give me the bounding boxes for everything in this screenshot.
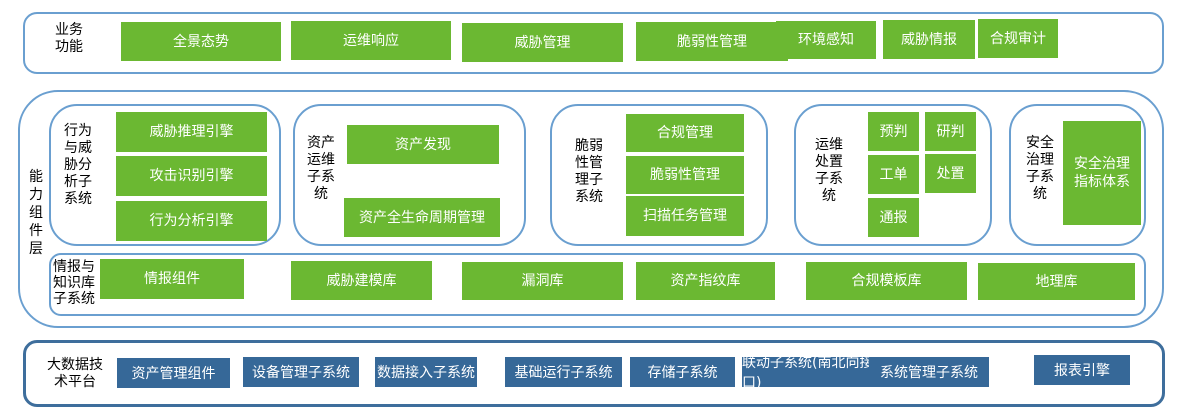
intel-item[interactable]: 情报组件 xyxy=(100,259,244,299)
business-item[interactable]: 威胁情报 xyxy=(883,20,975,59)
platform-layer-label: 大数据技术平台 xyxy=(47,357,103,390)
intel-item[interactable]: 漏洞库 xyxy=(462,262,623,300)
behavior-subsystem-label: 行为与威胁分析子系统 xyxy=(64,123,92,207)
business-item[interactable]: 合规审计 xyxy=(978,19,1058,58)
business-item[interactable]: 环境感知 xyxy=(776,21,876,59)
ops-subsystem-label: 运维处置子系统 xyxy=(815,137,843,204)
ops-item[interactable]: 预判 xyxy=(868,112,919,151)
business-item[interactable]: 脆弱性管理 xyxy=(636,22,788,61)
behavior-item[interactable]: 攻击识别引擎 xyxy=(116,156,267,196)
asset-item[interactable]: 资产全生命周期管理 xyxy=(344,198,500,237)
platform-item[interactable]: 联动子系统(南北向接口) xyxy=(742,355,887,391)
platform-item[interactable]: 系统管理子系统 xyxy=(869,357,989,387)
asset-item[interactable]: 资产发现 xyxy=(347,125,499,164)
behavior-item[interactable]: 行为分析引擎 xyxy=(116,201,267,241)
ops-item[interactable]: 通报 xyxy=(868,198,919,237)
intel-item[interactable]: 合规模板库 xyxy=(806,262,967,300)
business-item[interactable]: 全景态势 xyxy=(121,22,281,61)
platform-item[interactable]: 设备管理子系统 xyxy=(243,357,359,387)
platform-item[interactable]: 数据接入子系统 xyxy=(375,357,477,387)
vuln-subsystem-label: 脆弱性管理子系统 xyxy=(575,138,603,205)
vuln-item[interactable]: 扫描任务管理 xyxy=(626,196,744,236)
business-layer-label: 业务功能 xyxy=(55,22,83,55)
platform-item[interactable]: 基础运行子系统 xyxy=(505,357,622,387)
platform-item[interactable]: 存储子系统 xyxy=(630,357,735,387)
intel-subsystem-label: 情报与知识库子系统 xyxy=(53,259,95,307)
ops-item[interactable]: 处置 xyxy=(925,154,976,193)
asset-subsystem-label: 资产运维子系统 xyxy=(307,135,335,202)
security-item[interactable]: 安全治理指标体系 xyxy=(1063,121,1141,225)
ops-item[interactable]: 工单 xyxy=(868,155,919,194)
platform-item[interactable]: 资产管理组件 xyxy=(117,358,230,388)
business-item[interactable]: 威胁管理 xyxy=(462,23,623,62)
intel-item[interactable]: 威胁建模库 xyxy=(291,261,432,300)
platform-item[interactable]: 报表引擎 xyxy=(1034,355,1130,385)
intel-item[interactable]: 资产指纹库 xyxy=(636,262,775,300)
vuln-item[interactable]: 合规管理 xyxy=(626,114,744,152)
business-item[interactable]: 运维响应 xyxy=(291,21,451,60)
behavior-item[interactable]: 威胁推理引擎 xyxy=(116,112,267,152)
security-subsystem-label: 安全治理子系统 xyxy=(1026,135,1054,202)
capability-layer-label: 能力组件层 xyxy=(29,169,43,257)
ops-item[interactable]: 研判 xyxy=(925,112,976,151)
vuln-item[interactable]: 脆弱性管理 xyxy=(626,156,744,194)
intel-item[interactable]: 地理库 xyxy=(978,263,1135,300)
